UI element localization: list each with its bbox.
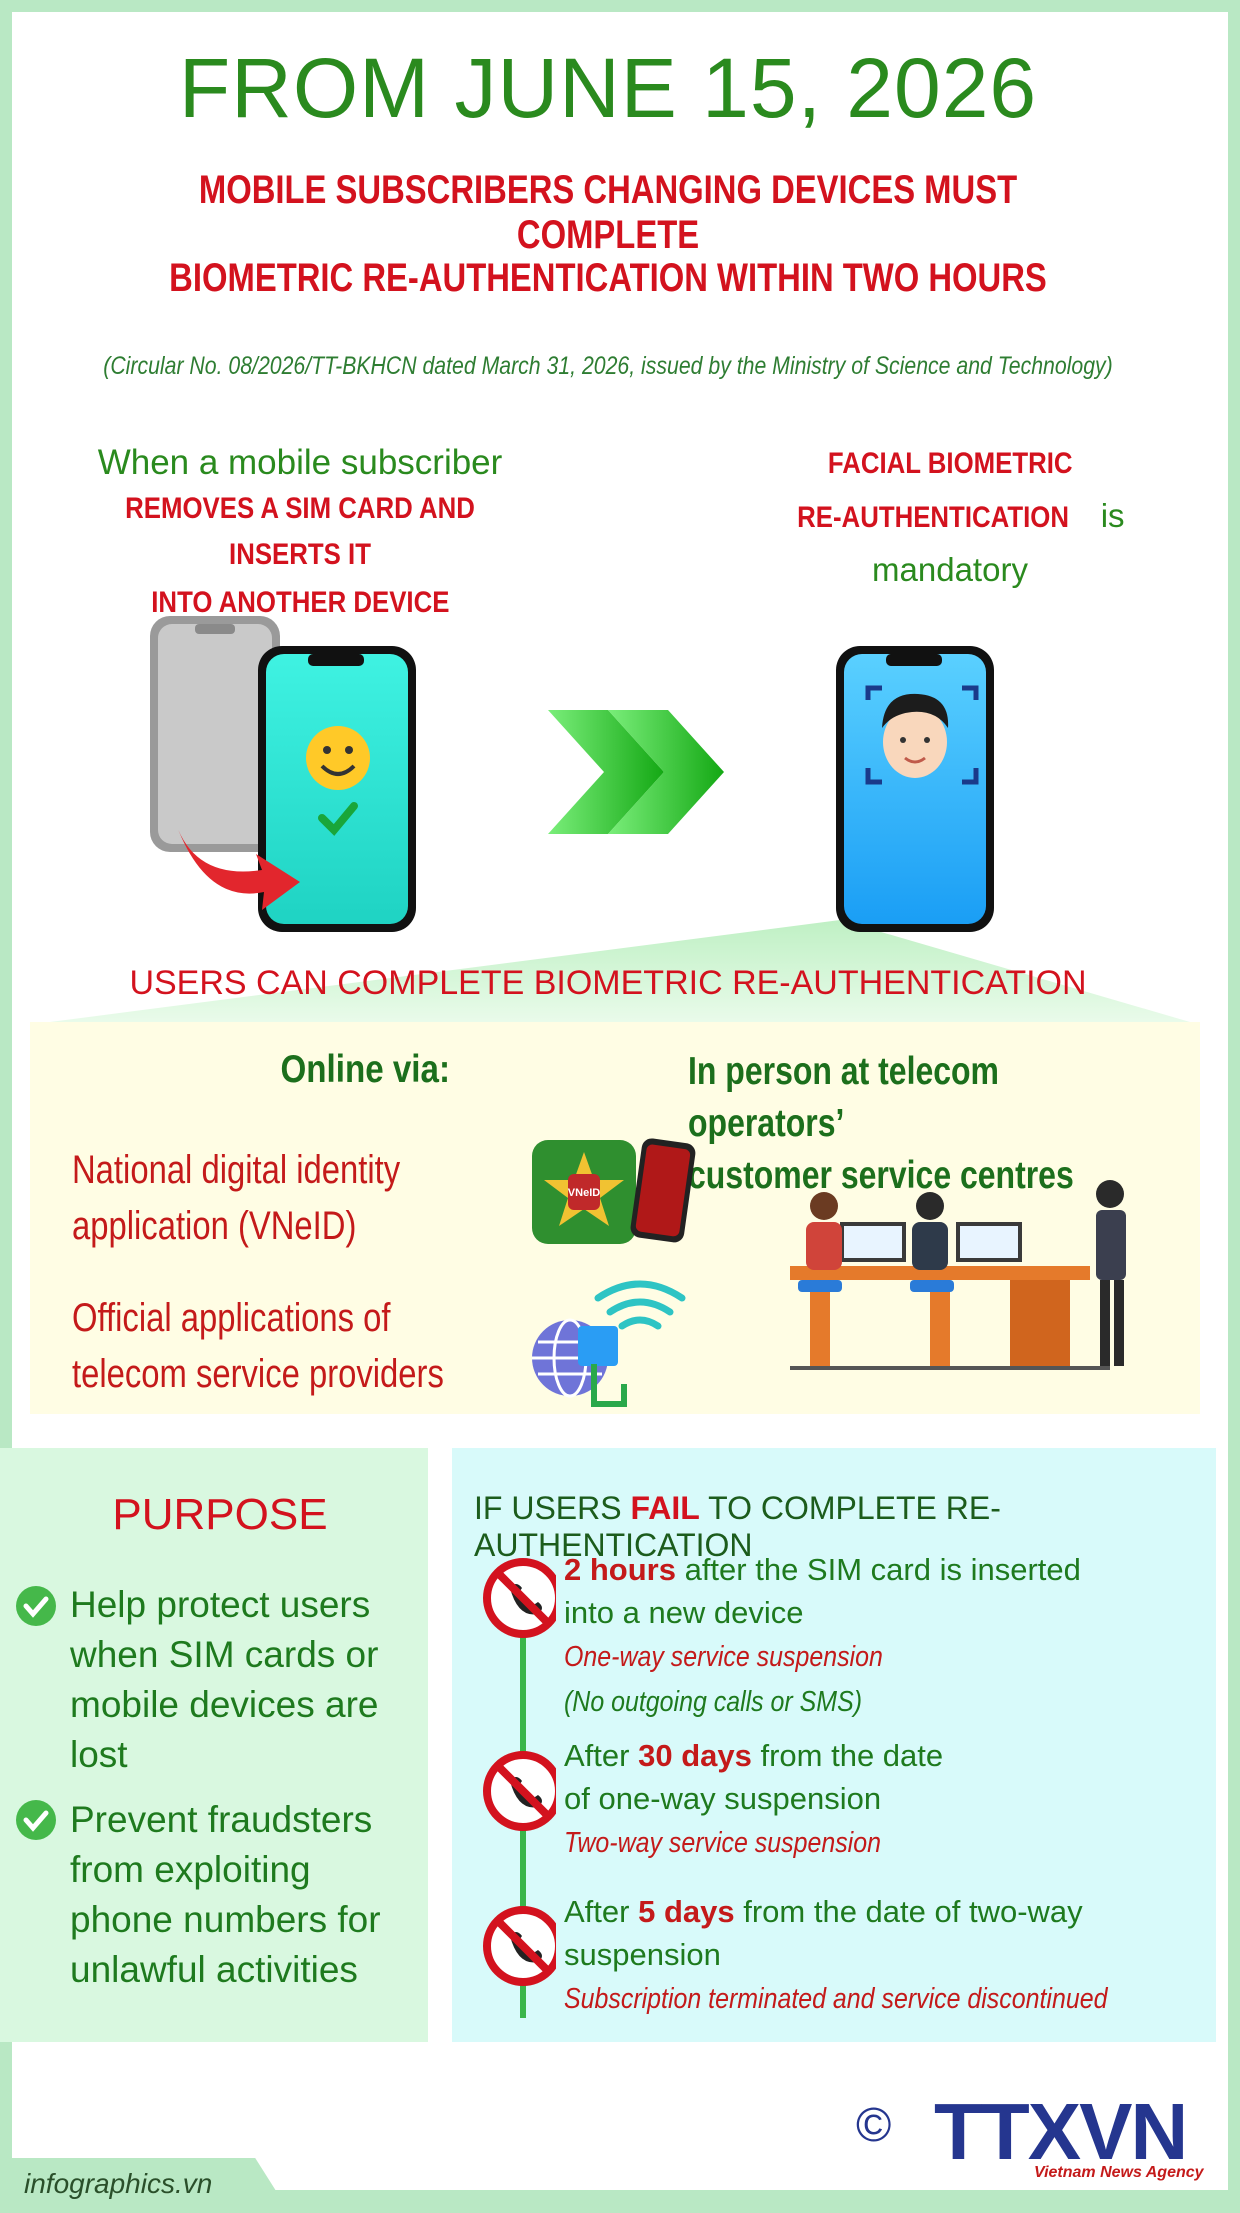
online-item-1-line-2: application (VNeID): [72, 1204, 357, 1248]
purpose-item-1-line-1: Help protect users: [70, 1584, 371, 1625]
no-calls-icon: [483, 1906, 556, 1986]
copyright-icon: ©: [856, 2099, 892, 2152]
online-item-vneid: National digital identity application (V…: [72, 1142, 498, 1254]
swap-arrow-icon: [176, 824, 300, 910]
purpose-item-1-line-3: mobile devices are: [70, 1684, 379, 1725]
online-item-1-line-1: National digital identity: [72, 1148, 401, 1192]
face-id-phone-icon: [836, 646, 994, 932]
step-right-line-2b: is: [1100, 497, 1125, 534]
consequence-1-post: after the SIM card is inserted: [675, 1552, 1081, 1587]
consequence-3-post: from the date of two-way: [734, 1894, 1083, 1929]
footer-band: [0, 2190, 1240, 2213]
site-link[interactable]: infographics.vn: [24, 2168, 213, 2199]
step-right-line-3: mandatory: [872, 551, 1028, 588]
consequence-30-days: After 30 days from the date of one-way s…: [564, 1734, 1204, 1865]
check-icon: [16, 1800, 56, 1840]
step-left-line-3: INTO ANOTHER DEVICE: [150, 586, 450, 619]
online-icons: VNeID: [532, 1138, 696, 1407]
circular-reference: (Circular No. 08/2026/TT-BKHCN dated Mar…: [103, 352, 1113, 380]
step-sim-change-text: When a mobile subscriber REMOVES A SIM C…: [40, 440, 560, 626]
purpose-item-1-line-4: lost: [70, 1734, 128, 1775]
logo-subtitle: Vietnam News Agency: [1034, 2164, 1204, 2181]
consequence-3-pre: After: [564, 1894, 639, 1929]
online-item-telecom-apps: Official applications of telecom service…: [72, 1290, 498, 1402]
consequences-heading-fail: FAIL: [630, 1490, 700, 1526]
purpose-item-2-line-3: phone numbers for: [70, 1899, 381, 1940]
consequences-heading-post: TO COMPLETE RE-AUTHENTICATION: [474, 1490, 1001, 1563]
purpose-item-protect: Help protect users when SIM cards or mob…: [70, 1580, 430, 1780]
new-phone-icon: [258, 646, 416, 932]
no-calls-icon: [483, 1751, 556, 1831]
no-calls-icon: [483, 1558, 556, 1638]
purpose-item-2-line-2: from exploiting: [70, 1849, 311, 1890]
step-right-line-1: FACIAL BIOMETRIC: [827, 447, 1073, 480]
consequences-heading-pre: IF USERS: [474, 1490, 622, 1526]
consequence-3-duration: 5 days: [638, 1894, 735, 1929]
vneid-icon: VNeID: [532, 1138, 696, 1244]
step-left-line-1: When a mobile subscriber: [97, 443, 503, 482]
consequence-2-duration: 30 days: [638, 1738, 752, 1773]
in-person-heading: In person at telecom operators’ customer…: [688, 1046, 1114, 1202]
step-biometric-text: FACIAL BIOMETRIC RE-AUTHENTICATION is ma…: [700, 436, 1200, 596]
purpose-item-2-line-4: unlawful activities: [70, 1949, 358, 1990]
site-tab: [0, 2158, 290, 2213]
consequence-1-result: One-way service suspension: [564, 1641, 883, 1673]
consequence-5-days: After 5 days from the date of two-way su…: [564, 1890, 1204, 2021]
beam-shape: [50, 920, 1190, 1022]
step-left-line-2: REMOVES A SIM CARD AND INSERTS IT: [125, 492, 475, 571]
consequences-panel: [452, 1448, 1216, 2042]
online-item-2-line-2: telecom service providers: [72, 1352, 444, 1396]
device-illustration: [50, 616, 1190, 1022]
double-chevron-icon: [548, 710, 724, 834]
in-person-line-2: customer service centres: [688, 1154, 1074, 1197]
old-phone-icon: [150, 616, 280, 852]
purpose-item-1-line-2: when SIM cards or: [70, 1634, 379, 1675]
service-centre-illustration: [790, 1180, 1126, 1370]
online-item-2-line-1: Official applications of: [72, 1296, 391, 1340]
purpose-item-2-line-1: Prevent fraudsters: [70, 1799, 373, 1840]
ttxvn-logo: TTXVN: [934, 2087, 1188, 2176]
purpose-item-prevent-fraud: Prevent fraudsters from exploiting phone…: [70, 1795, 430, 1995]
telecom-app-icon: [532, 1280, 686, 1407]
methods-heading: USERS CAN COMPLETE BIOMETRIC RE-AUTHENTI…: [129, 964, 1087, 1002]
in-person-line-1: In person at telecom operators’: [688, 1050, 999, 1145]
consequence-1-detail: (No outgoing calls or SMS): [564, 1686, 863, 1718]
consequence-2-post: from the date: [751, 1738, 944, 1773]
consequence-1-duration: 2 hours: [564, 1552, 676, 1587]
subtitle-line-1: MOBILE SUBSCRIBERS CHANGING DEVICES MUST…: [198, 168, 1018, 257]
consequence-2-pre: After: [564, 1738, 639, 1773]
subtitle-line-2: BIOMETRIC RE-AUTHENTICATION WITHIN TWO H…: [169, 256, 1047, 300]
consequence-2-hours: 2 hours after the SIM card is inserted i…: [564, 1548, 1204, 1724]
consequence-3-result: Subscription terminated and service disc…: [564, 1983, 1108, 2015]
purpose-panel: [0, 1448, 428, 2042]
timeline: [483, 1558, 556, 2018]
consequence-2-line-2: of one-way suspension: [564, 1781, 882, 1816]
consequence-1-line-2: into a new device: [564, 1595, 804, 1630]
consequences-heading: IF USERS FAIL TO COMPLETE RE-AUTHENTICAT…: [474, 1490, 1214, 1564]
online-heading: Online via:: [280, 1048, 450, 1091]
main-title: FROM JUNE 15, 2026: [178, 41, 1038, 135]
consequence-3-line-2: suspension: [564, 1937, 721, 1972]
check-icon: [16, 1586, 56, 1626]
purpose-heading: PURPOSE: [112, 1490, 328, 1539]
consequence-2-result: Two-way service suspension: [564, 1827, 881, 1859]
vneid-label: VNeID: [568, 1187, 600, 1199]
step-right-line-2: RE-AUTHENTICATION: [797, 501, 1070, 534]
